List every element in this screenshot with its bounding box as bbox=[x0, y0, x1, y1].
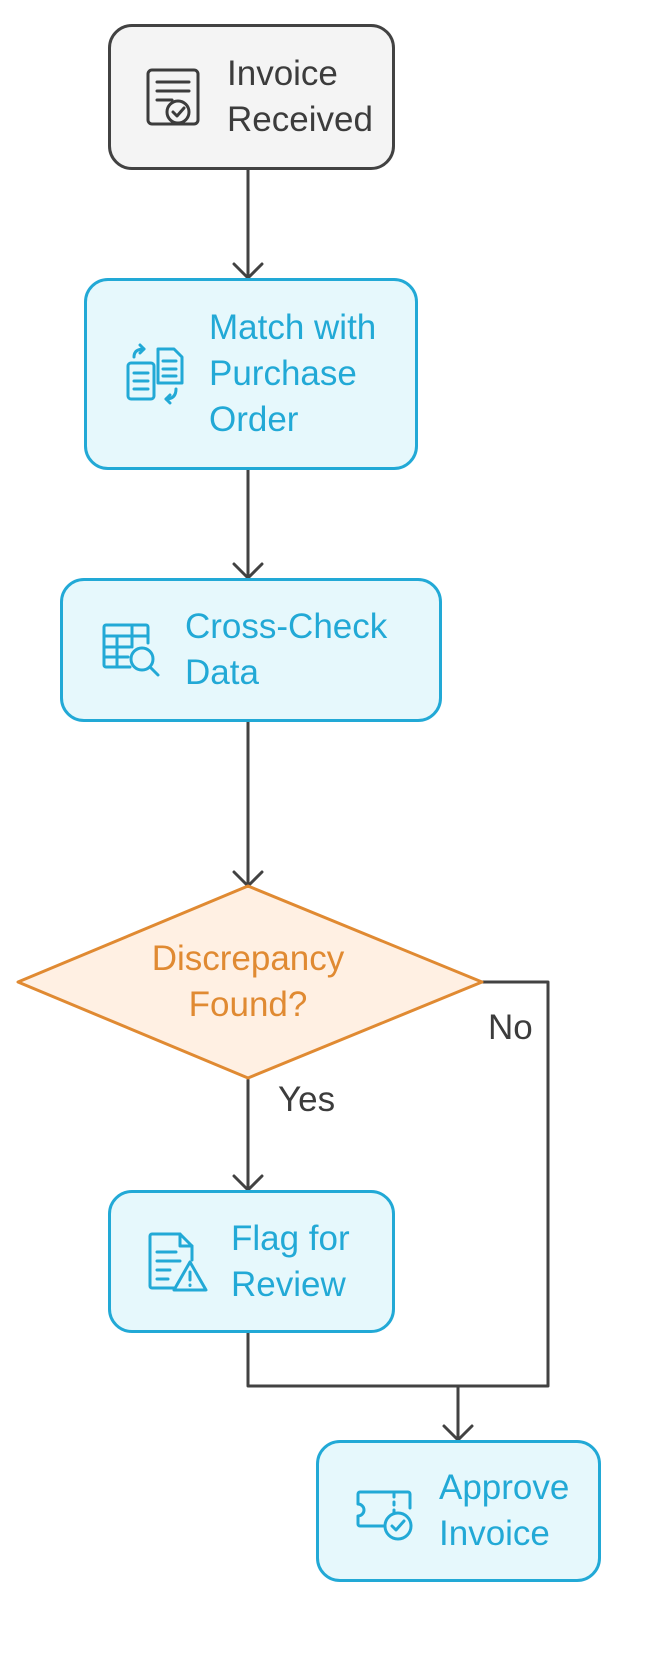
table-search-icon bbox=[63, 581, 177, 719]
invoice-document-icon bbox=[111, 27, 219, 167]
decision-diamond bbox=[16, 884, 484, 1080]
decision-label: Discrepancy Found? bbox=[151, 939, 345, 1024]
compare-documents-icon bbox=[87, 281, 201, 467]
edge-label-no: No bbox=[488, 1008, 533, 1047]
edge-flag-to-merge bbox=[246, 1331, 460, 1388]
node-match-purchase-order: Match with Purchase Order bbox=[84, 278, 418, 470]
node-label: Approve Invoice bbox=[439, 1468, 570, 1553]
node-invoice-received: Invoice Received bbox=[108, 24, 395, 170]
node-cross-check-data: Cross-Check Data bbox=[60, 578, 442, 722]
node-label: Cross-Check Data bbox=[185, 607, 388, 692]
node-approve-invoice: Approve Invoice bbox=[316, 1440, 601, 1582]
ticket-check-icon bbox=[319, 1443, 431, 1579]
node-label: Invoice Received bbox=[227, 54, 373, 139]
document-warning-icon bbox=[111, 1193, 223, 1330]
node-label: Flag for Review bbox=[231, 1218, 350, 1304]
node-label: Match with Purchase Order bbox=[209, 308, 377, 439]
edge-decision-no bbox=[456, 980, 550, 1388]
edge-label-yes: Yes bbox=[278, 1080, 336, 1119]
node-flag-for-review: Flag for Review bbox=[108, 1190, 395, 1333]
